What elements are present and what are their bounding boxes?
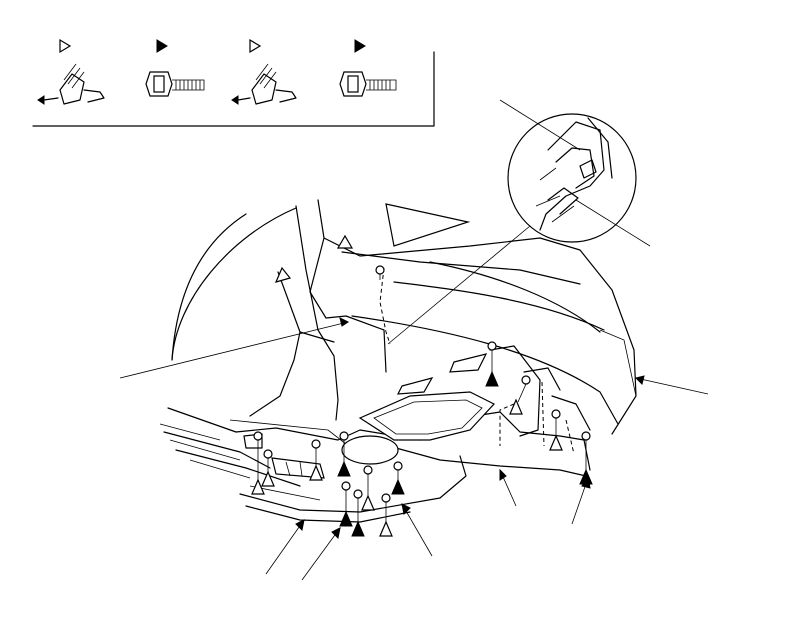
inner-fender-assembly bbox=[119, 99, 709, 581]
leader-bottom-2 bbox=[301, 527, 341, 581]
leader-right bbox=[635, 377, 709, 395]
legend-frame bbox=[32, 51, 435, 127]
clip-marker bbox=[509, 375, 531, 415]
detail-circle bbox=[507, 113, 637, 243]
clip-marker bbox=[379, 493, 393, 537]
bolt-icon bbox=[339, 71, 397, 97]
detail-magnifier bbox=[387, 113, 637, 345]
bolt-marker bbox=[339, 481, 353, 527]
bolt-marker bbox=[391, 461, 405, 495]
bolt-marker bbox=[361, 465, 375, 511]
detail-leader bbox=[387, 225, 531, 345]
clip-marker bbox=[261, 449, 275, 487]
clip-icon bbox=[231, 63, 297, 105]
open-triangle-icon bbox=[59, 38, 72, 54]
solid-triangle-icon bbox=[354, 39, 366, 53]
leader-bottom-3 bbox=[401, 503, 433, 557]
clip-marker bbox=[549, 409, 563, 451]
clip-marker bbox=[251, 431, 265, 495]
callout-leaders bbox=[119, 99, 709, 581]
wheel-arch bbox=[171, 207, 297, 361]
bolt-marker bbox=[485, 341, 499, 387]
bolt-marker bbox=[351, 489, 365, 537]
leader-detail-bottom bbox=[575, 199, 651, 247]
leader-detail-top bbox=[499, 99, 581, 151]
fastener-markers bbox=[251, 234, 593, 537]
pipe bbox=[271, 457, 325, 479]
open-triangle-icon bbox=[249, 38, 262, 54]
panel-cutout bbox=[385, 203, 471, 247]
duct-opening bbox=[341, 435, 399, 465]
bolt-icon bbox=[145, 71, 205, 97]
clip-marker bbox=[274, 234, 385, 283]
fastener-legend bbox=[32, 38, 435, 127]
clip-marker bbox=[309, 439, 323, 481]
clip-icon bbox=[37, 63, 105, 105]
bolt-marker bbox=[337, 431, 351, 477]
solid-triangle-icon bbox=[156, 39, 168, 53]
leader-bottom-1 bbox=[265, 519, 305, 575]
leader-left bbox=[119, 321, 349, 379]
